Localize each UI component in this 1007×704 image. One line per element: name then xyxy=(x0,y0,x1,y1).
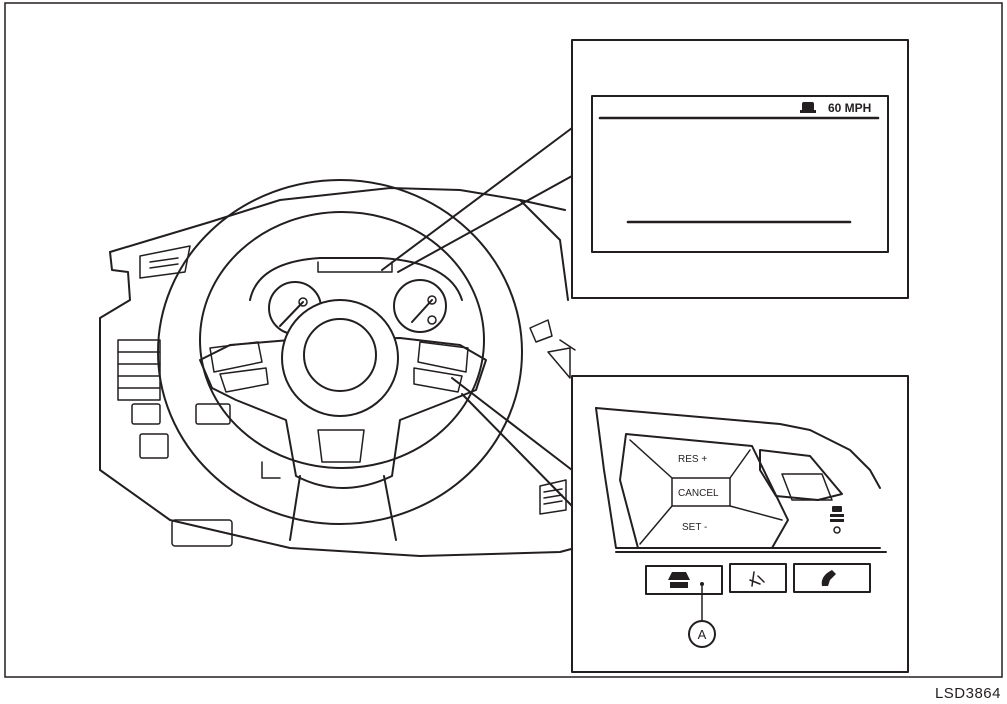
callout-a-label: A xyxy=(698,627,707,642)
switch-inset: RES + CANCEL SET - xyxy=(571,375,909,673)
callout-lines xyxy=(381,127,573,507)
dashboard-illustration xyxy=(99,187,576,557)
driver-assist-button xyxy=(645,565,723,595)
phone-icon xyxy=(821,570,836,586)
res-plus-label: RES + xyxy=(678,454,707,465)
phone-button xyxy=(793,563,871,593)
set-speed-readout: 60 MPH xyxy=(828,101,871,115)
voice-command-icon xyxy=(749,571,765,587)
voice-command-button xyxy=(729,563,787,593)
display-inset: 60 MPH xyxy=(571,39,909,299)
figure-frame xyxy=(4,2,1003,678)
set-minus-label: SET - xyxy=(682,522,707,533)
driver-assist-icon xyxy=(668,572,704,588)
vehicle-ahead-icon xyxy=(800,102,816,113)
figure-code: LSD3864 xyxy=(934,685,1001,702)
steering-wheel xyxy=(157,179,523,541)
cancel-label: CANCEL xyxy=(678,488,719,499)
vehicle-distance-icon xyxy=(830,506,844,534)
